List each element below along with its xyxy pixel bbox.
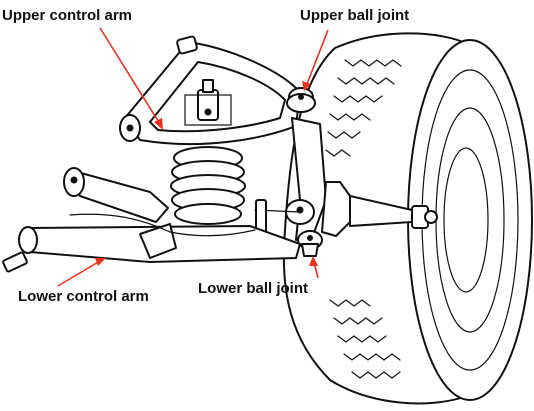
upper-ball-joint bbox=[287, 88, 315, 112]
coil-spring bbox=[171, 147, 245, 224]
upper-control-arm bbox=[120, 36, 300, 144]
label-upper-control-arm: Upper control arm bbox=[2, 8, 132, 23]
pointer-lower-control-arm bbox=[58, 258, 106, 286]
label-lower-control-arm: Lower control arm bbox=[18, 289, 149, 304]
label-lower-ball-joint: Lower ball joint bbox=[198, 281, 308, 296]
label-upper-ball-joint: Upper ball joint bbox=[300, 8, 409, 23]
